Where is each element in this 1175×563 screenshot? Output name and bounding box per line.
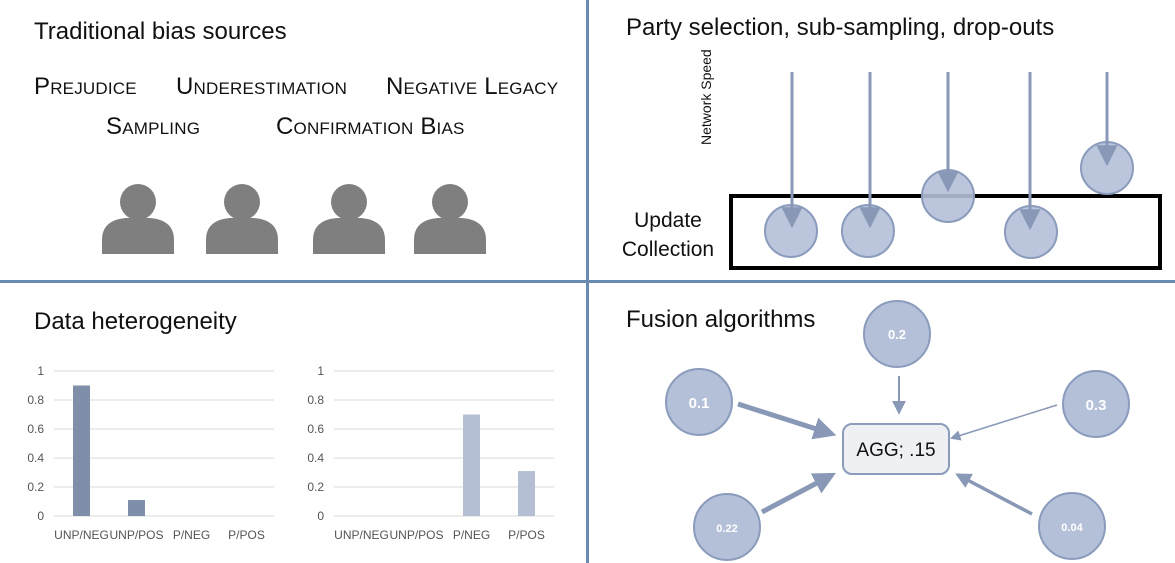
- aggregator-box: [842, 423, 950, 475]
- fusion-node-label: 0.3: [1086, 397, 1107, 414]
- fusion-node-label: 0.04: [1061, 522, 1083, 534]
- fusion-node: [1038, 492, 1106, 560]
- bar: [463, 414, 480, 516]
- fusion-arrow-0.22: [760, 472, 836, 515]
- bias-prejudice: Prejudice: [34, 73, 137, 100]
- person-icon: [414, 184, 486, 254]
- bar: [518, 471, 535, 516]
- y-tick-label: 0.4: [307, 451, 324, 465]
- update-label-line1: Update: [634, 209, 702, 232]
- fusion-algorithms-title: Fusion algorithms: [626, 306, 816, 333]
- fusion-node-label: 0.1: [689, 395, 710, 412]
- fusion-node: [665, 368, 733, 436]
- network-speed-label: Network Speed: [698, 49, 714, 145]
- y-tick-label: 0: [317, 509, 324, 523]
- fusion-node-label: 0.22: [716, 523, 737, 535]
- x-category-label: UNP/POS: [389, 528, 443, 542]
- y-tick-label: 0.2: [307, 480, 324, 494]
- bar: [73, 385, 90, 516]
- y-tick-label: 0.8: [307, 393, 324, 407]
- update-collection-label: Update Collection: [606, 206, 730, 264]
- person-icon: [313, 184, 385, 254]
- fusion-node: [863, 300, 931, 368]
- y-tick-label: 1: [317, 364, 324, 378]
- y-tick-label: 0.2: [27, 480, 44, 494]
- fusion-arrow-0.04: [955, 473, 1033, 516]
- x-category-label: UNP/NEG: [54, 528, 109, 542]
- bias-confirmation: Confirmation Bias: [276, 113, 465, 140]
- fusion-arrow-0.1: [737, 401, 837, 440]
- x-category-label: UNP/POS: [109, 528, 163, 542]
- fusion-node-label: 0.2: [888, 327, 906, 342]
- y-tick-label: 1: [37, 364, 44, 378]
- y-tick-label: 0.4: [27, 451, 44, 465]
- fusion-node: [1062, 370, 1130, 438]
- y-tick-label: 0.6: [27, 422, 44, 436]
- x-category-label: P/POS: [228, 528, 265, 542]
- person-icon: [206, 184, 278, 254]
- bar: [128, 500, 145, 516]
- y-tick-label: 0: [37, 509, 44, 523]
- x-category-label: P/POS: [508, 528, 545, 542]
- y-tick-label: 0.6: [307, 422, 324, 436]
- fusion-node: [693, 493, 761, 561]
- party-circle: [841, 204, 895, 258]
- aggregator-label: AGG; .15: [856, 440, 935, 461]
- party-selection-title: Party selection, sub-sampling, drop-outs: [626, 14, 1055, 41]
- data-heterogeneity-title: Data heterogeneity: [34, 308, 237, 335]
- y-tick-label: 0.8: [27, 393, 44, 407]
- fusion-arrow-0.3: [949, 404, 1058, 441]
- x-category-label: P/NEG: [453, 528, 490, 542]
- bias-negative-legacy: Negative Legacy: [386, 73, 559, 100]
- vertical-divider: [586, 0, 589, 563]
- traditional-bias-title: Traditional bias sources: [34, 18, 287, 45]
- x-category-label: P/NEG: [173, 528, 210, 542]
- bias-underestimation: Underestimation: [176, 73, 348, 100]
- bias-sampling: Sampling: [106, 113, 201, 140]
- update-label-line2: Collection: [621, 238, 715, 261]
- person-icon: [102, 184, 174, 254]
- x-category-label: UNP/NEG: [334, 528, 389, 542]
